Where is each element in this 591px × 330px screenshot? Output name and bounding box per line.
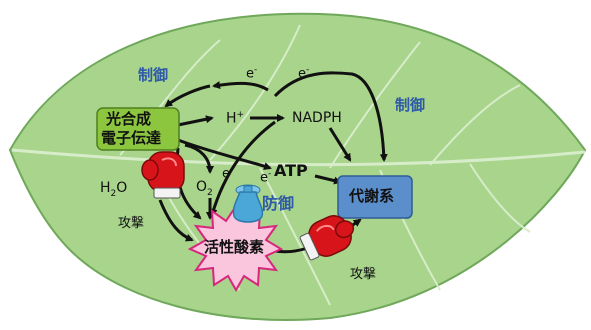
control-label-right: 制御 (395, 96, 426, 114)
arrow-photo-to-hplus (177, 115, 214, 127)
ros-label: 活性酸素 (204, 238, 265, 256)
h-plus-base: H (226, 110, 237, 127)
arrow-control-to-photosynthesis (164, 84, 211, 108)
boxing-glove-right-icon (299, 215, 355, 261)
o2-base: O (196, 179, 208, 195)
arrow-h2o-to-ros (158, 199, 194, 242)
electron-1-base: e (246, 66, 254, 82)
nadph-label: NADPH (292, 110, 342, 126)
h2o-o: O (116, 180, 128, 196)
arrow-electron-top-right (273, 71, 388, 162)
electron-label-1: e- (246, 65, 258, 82)
arrow-electron-to-control-top (212, 81, 269, 92)
electron-4-base: e (260, 170, 268, 186)
electron-3-sup: - (230, 165, 234, 175)
electron-label-2: e- (298, 65, 310, 82)
arrow-nadph-to-metabolism (328, 127, 352, 162)
electron-label-4: e- (260, 169, 272, 186)
o2-label: O2 (196, 180, 213, 198)
metabolism-label: 代謝系 (349, 187, 395, 205)
defense-label: 防御 (262, 194, 295, 213)
arrow-atp-to-metabolism (314, 174, 342, 185)
electron-1-sup: - (254, 65, 258, 75)
h2o-h: H (100, 180, 111, 196)
h-plus-label: H+ (226, 111, 244, 126)
h2o-sub: 2 (110, 188, 117, 199)
attack-label-left: 攻撃 (118, 216, 145, 231)
photosynthesis-box (96, 107, 180, 151)
control-label-left: 制御 (138, 66, 169, 84)
attack-label-right: 攻撃 (350, 267, 377, 282)
ros-starburst-icon (187, 204, 284, 293)
boxing-glove-left-icon (141, 151, 185, 199)
h2o-label: H2O (100, 181, 127, 199)
electron-4-sup: - (268, 169, 272, 179)
atp-label: ATP (274, 161, 308, 180)
h-plus-sup: + (236, 110, 245, 120)
photosynthesis-label-line1: 光合成 (106, 110, 152, 128)
defense-vase-icon (232, 184, 264, 223)
arrow-electron-to-ros (209, 120, 276, 217)
electron-2-sup: - (306, 65, 310, 75)
arrow-photo-to-o2 (184, 143, 214, 174)
metabolism-box (337, 175, 413, 219)
leaf-shape (8, 12, 587, 321)
o2-sub: 2 (207, 187, 213, 198)
electron-3-base: e (222, 166, 230, 182)
electron-label-3: e- (222, 165, 234, 182)
arrow-photo-to-atp (177, 138, 272, 170)
photosynthesis-label-line2: 電子伝達 (101, 129, 162, 147)
electron-2-base: e (298, 66, 306, 82)
